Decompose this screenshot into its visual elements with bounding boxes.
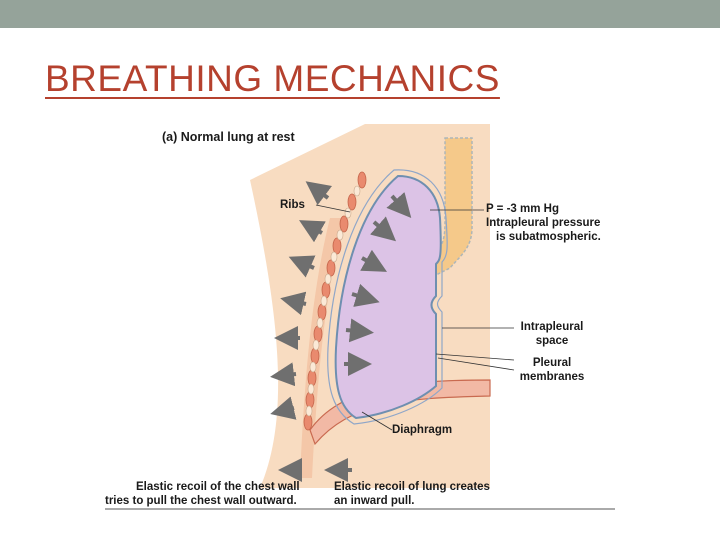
label-diaphragm: Diaphragm (392, 424, 453, 436)
inward-arrows (324, 192, 412, 482)
lung-illustration (105, 124, 615, 510)
lung-diagram: (a) Normal lung at rest Ribs P = -3 mm H… (100, 118, 620, 518)
label-space: space (535, 335, 569, 347)
label-intrapleural: Intrapleural (520, 321, 584, 333)
caption-right-line2: an inward pull. (334, 495, 415, 507)
panel-title: (a) Normal lung at rest (162, 130, 295, 144)
label-pressure-value: P = -3 mm Hg (486, 203, 559, 215)
label-membranes: membranes (519, 371, 585, 383)
pleural-membrane (327, 169, 448, 425)
caption-left-line1: Elastic recoil of the chest wall (136, 481, 300, 493)
label-pressure-line2: Intrapleural pressure (486, 217, 601, 229)
intercostal-segments (305, 185, 361, 417)
trachea (429, 137, 473, 280)
leader-lines (315, 204, 515, 431)
caption-left-line2: tries to pull the chest wall outward. (105, 495, 297, 507)
label-pressure-line3: is subatmospheric. (496, 231, 601, 243)
label-ribs: Ribs (280, 199, 305, 211)
slide-title: BREATHING MECHANICS (45, 58, 500, 99)
header-bar (0, 0, 720, 28)
label-pleural: Pleural (532, 357, 572, 369)
outward-arrows (270, 181, 332, 482)
caption-right-line1: Elastic recoil of lung creates (334, 481, 490, 493)
